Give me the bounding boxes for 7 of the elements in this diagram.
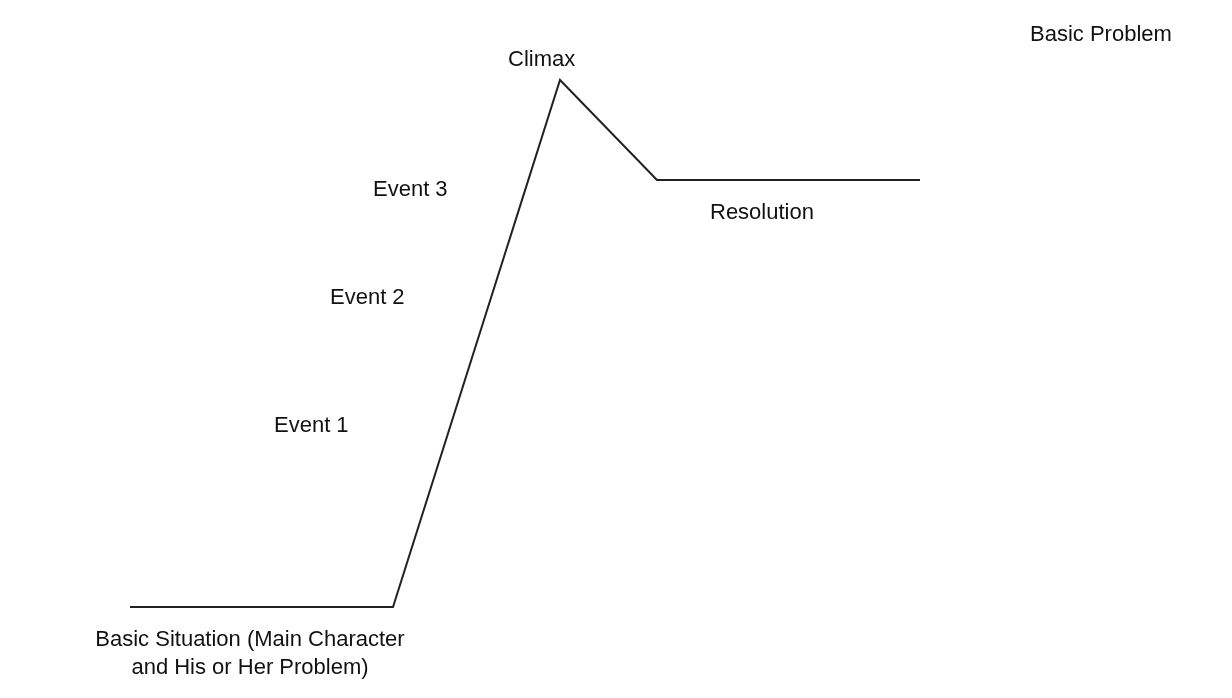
caption-text: Basic Situation (Main Character and His or Her Problem) xyxy=(95,625,405,681)
stage-label: Climax xyxy=(508,45,576,73)
stage-label: Event 2 xyxy=(330,283,405,311)
stage-label: Basic Problem xyxy=(1030,20,1172,48)
stage-label: Resolution xyxy=(710,198,814,226)
stage-label: Event 1 xyxy=(274,411,349,439)
stage-label: Event 3 xyxy=(373,175,448,203)
